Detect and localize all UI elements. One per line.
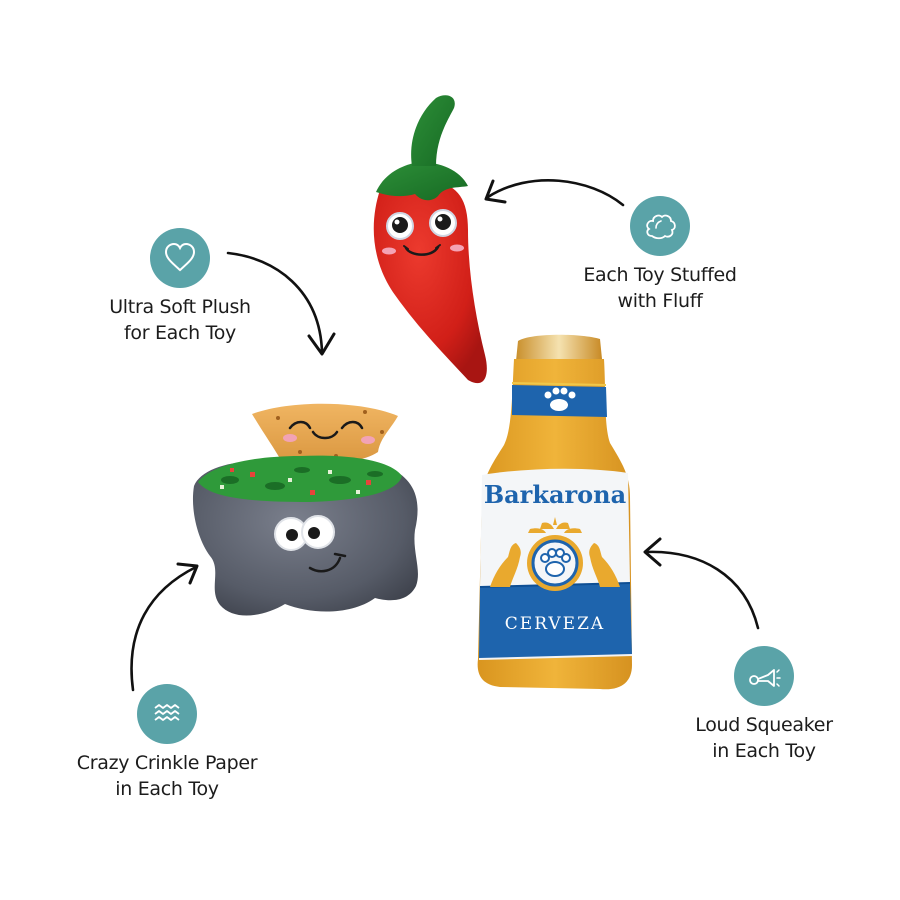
feature-label: Loud Squeaker in Each Toy	[684, 712, 844, 764]
feature-badge	[734, 646, 794, 706]
arrow-squeaker	[643, 537, 760, 630]
feature-badge	[150, 228, 210, 288]
feature-label: Each Toy Stuffed with Fluff	[570, 262, 750, 314]
feature-label: Ultra Soft Plush for Each Toy	[100, 294, 260, 346]
feature-label-line1: Each Toy Stuffed	[583, 264, 737, 286]
feature-label-line2: in Each Toy	[712, 740, 816, 762]
brand-name: Barkarona	[484, 480, 626, 509]
cloud-icon	[646, 214, 676, 240]
chili-pepper-toy	[340, 90, 500, 400]
feature-label-line1: Loud Squeaker	[695, 714, 833, 736]
feature-label-line2: with Fluff	[617, 290, 703, 312]
beer-bottle-toy: Barkarona CERVEZA	[470, 325, 640, 695]
heart-icon	[164, 242, 196, 272]
paw-icon-medallion	[540, 548, 571, 577]
feature-badge	[630, 196, 690, 256]
feature-loud-squeaker: Loud Squeaker in Each Toy	[684, 646, 844, 764]
feature-label: Crazy Crinkle Paper in Each Toy	[62, 750, 272, 802]
waves-icon	[154, 704, 180, 721]
feature-label-line1: Crazy Crinkle Paper	[76, 752, 258, 774]
paw-icon-neck	[544, 387, 576, 411]
guacamole-bowl-toy	[190, 390, 430, 630]
arrow-crinkle	[130, 562, 199, 692]
bottle-label-text: CERVEZA	[505, 614, 605, 634]
feature-label-line1: Ultra Soft Plush	[109, 296, 251, 318]
horn-icon	[749, 669, 781, 687]
feature-crinkle-paper: Crazy Crinkle Paper in Each Toy	[62, 684, 272, 802]
feature-label-line2: in Each Toy	[115, 778, 219, 800]
feature-badge	[137, 684, 197, 744]
feature-ultra-soft-plush: Ultra Soft Plush for Each Toy	[100, 228, 260, 346]
feature-label-line2: for Each Toy	[124, 322, 236, 344]
feature-stuffed-with-fluff: Each Toy Stuffed with Fluff	[570, 196, 750, 314]
